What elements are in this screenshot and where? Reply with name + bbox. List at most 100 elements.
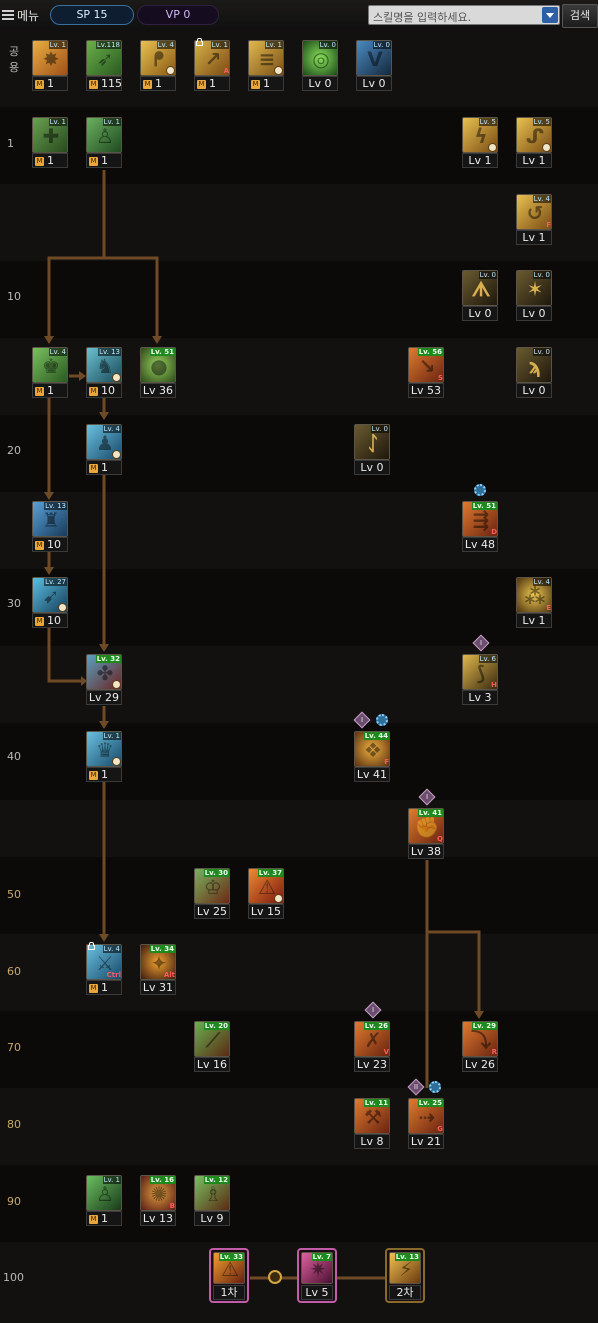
level-label-10: 10	[7, 290, 21, 303]
skill-slot[interactable]: ⚠ Lv. 37 Lv 15	[248, 868, 284, 919]
skill-level-value: 115	[101, 77, 122, 90]
dropdown-arrow-icon[interactable]	[542, 7, 558, 23]
skill-level-badge: Lv. 0	[318, 41, 337, 49]
common-row-label: 공 용	[9, 44, 21, 76]
skill-level-badge: Lv. 34	[149, 945, 175, 953]
arrow-head	[99, 934, 109, 942]
skill-slot[interactable]: ♔ Lv. 30 Lv 25	[194, 868, 230, 919]
skill-level-badge: Lv. 7	[311, 1253, 332, 1261]
skill-slot[interactable]: ✦ Lv. 34 Alt Lv 31	[140, 944, 176, 995]
awakening-link-clock-icon	[268, 1270, 282, 1284]
skill-slot[interactable]: ● Lv. 51 Lv 36	[140, 347, 176, 398]
row-band	[0, 492, 598, 569]
level-label-60: 60	[7, 965, 21, 978]
skill-slot[interactable]: ◎ Lv. 0 Lv 0	[302, 40, 338, 91]
skill-caption: Lv 53	[408, 383, 444, 398]
level-label-40: 40	[7, 750, 21, 763]
skill-slot[interactable]: ⇢ Lv. 25 G Lv 21	[408, 1098, 444, 1149]
skill-slot[interactable]: ❖ Lv. 44 F Lv 41	[354, 731, 390, 782]
hotkey-badge: F	[384, 758, 389, 766]
skill-level-value: 1	[155, 77, 162, 90]
menu-button[interactable]: 메뉴	[2, 6, 39, 24]
skill-slot[interactable]: ᗑ Lv. 0 Lv 0	[462, 270, 498, 321]
skill-slot[interactable]: ᐯ Lv. 0 Lv 0	[356, 40, 392, 91]
skill-level-badge: Lv. 5	[532, 118, 551, 126]
skill-level-value: 10	[47, 614, 61, 627]
skill-slot[interactable]: ⟋ Lv. 20 Lv 16	[194, 1021, 230, 1072]
skill-slot[interactable]: ⚒ Lv. 11 Lv 8	[354, 1098, 390, 1149]
skill-level-badge: Lv. 1	[48, 41, 67, 49]
level-label-1: 1	[7, 137, 14, 150]
skill-level-value: 1	[263, 77, 270, 90]
skill-slot[interactable]: ♗ Lv. 12 Lv 9	[194, 1175, 230, 1226]
skill-slot[interactable]: ⁂ Lv. 4 E Lv 1	[516, 577, 552, 628]
skill-caption: Lv 0	[302, 76, 338, 91]
skill-slot[interactable]: ✺ Lv. 16 B Lv 13	[140, 1175, 176, 1226]
hotkey-badge: A	[223, 67, 229, 75]
arrow-head	[44, 492, 54, 500]
claw-icon: ᗑ	[462, 270, 498, 306]
skill-level-badge: Lv. 4	[156, 41, 175, 49]
skill-level-badge: Lv. 1	[210, 41, 229, 49]
skill-caption: Lv 25	[194, 904, 230, 919]
skill-slot[interactable]: ✤ Lv. 32 Lv 29	[86, 654, 122, 705]
hotkey-badge: B	[169, 1202, 175, 1210]
awakening-first-slot[interactable]: ⚠ Lv. 33 1차	[209, 1248, 249, 1303]
skill-search-input[interactable]	[369, 8, 542, 27]
skill-slot[interactable]: ᛇ Lv. 0 Lv 0	[354, 424, 390, 475]
skill-level-value: 1	[209, 77, 216, 90]
skill-level-badge: Lv. 1	[102, 732, 121, 740]
menu-label: 메뉴	[17, 8, 40, 23]
skill-level-badge: Lv. 1	[102, 1176, 121, 1184]
skill-level-badge: Lv. 44	[363, 732, 389, 740]
skill-slot[interactable]: ⤵ Lv. 29 R Lv 26	[462, 1021, 498, 1072]
hamburger-icon	[2, 10, 14, 20]
skill-slot[interactable]: ⇶ Lv. 51 D Lv 48	[462, 501, 498, 552]
uppercut-icon: ᛇ	[354, 424, 390, 460]
search-button[interactable]: 검색	[562, 4, 598, 28]
awakening-second-slot[interactable]: ⚡ Lv. 13 2차	[385, 1248, 425, 1303]
skill-slot[interactable]: ⟆ Lv. 6 H Lv 3	[462, 654, 498, 705]
skill-search-box	[368, 5, 560, 27]
skill-slot[interactable]: ✶ Lv. 0 Lv 0	[516, 270, 552, 321]
grapple-icon: ♜	[32, 501, 68, 537]
skill-slot[interactable]: ϟ Lv. 5 Lv 1	[462, 117, 498, 168]
cooldown-clock-icon	[166, 66, 175, 75]
awakening-middle-slot[interactable]: ✷ Lv. 7 Lv 5	[297, 1248, 337, 1303]
skill-level-badge: Lv. 13	[394, 1253, 420, 1261]
skill-slot[interactable]: ✗ Lv. 26 V Lv 23	[354, 1021, 390, 1072]
cooldown-clock-icon	[112, 680, 121, 689]
hotkey-badge: Ctrl	[106, 971, 121, 979]
skill-slot[interactable]: ↘ Lv. 56 S Lv 53	[408, 347, 444, 398]
hotkey-badge: E	[546, 604, 551, 612]
skill-level-badge: Lv. 0	[372, 41, 391, 49]
skill-level-badge: Lv. 4	[532, 195, 551, 203]
skill-caption: 1차	[213, 1285, 245, 1300]
skill-slot[interactable]: ϡ Lv. 0 Lv 0	[516, 347, 552, 398]
skill-slot[interactable]: ᔑ Lv. 5 Lv 1	[516, 117, 552, 168]
skill-level-badge: Lv. 0	[370, 425, 389, 433]
skill-slot[interactable]: ↺ Lv. 4 F Lv 1	[516, 194, 552, 245]
skill-slot[interactable]: ✊ Lv. 41 Q Lv 38	[408, 808, 444, 859]
